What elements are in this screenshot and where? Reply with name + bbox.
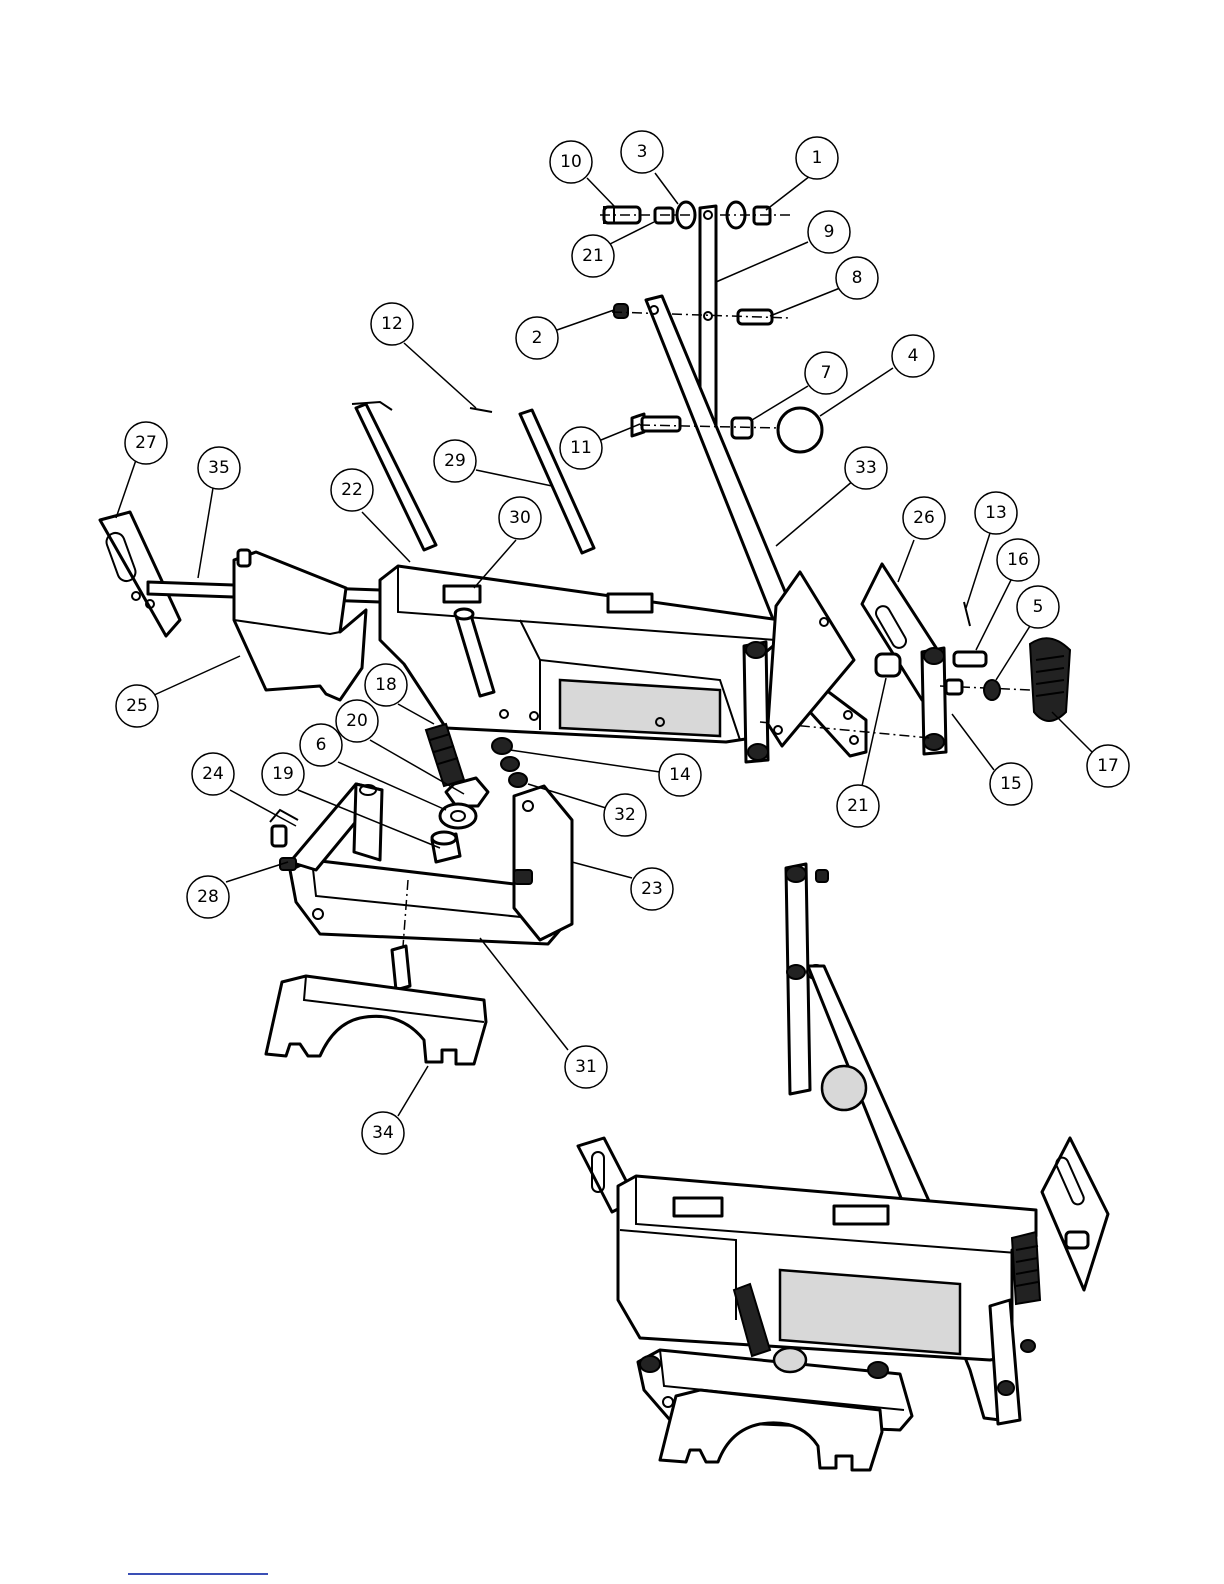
footer-rule <box>128 1573 268 1575</box>
balloon-15: 15 <box>990 763 1032 805</box>
bracket-27 <box>100 512 180 636</box>
balloon-5: 5 <box>1017 586 1059 628</box>
link-24 <box>270 784 382 870</box>
balloon-30: 30 <box>499 497 541 539</box>
balloon-label: 10 <box>560 152 582 172</box>
balloon-label: 20 <box>346 711 368 731</box>
balloon-6: 6 <box>300 724 342 766</box>
balloon-label: 12 <box>381 314 403 334</box>
balloon-8: 8 <box>836 257 878 299</box>
balloon-25: 25 <box>116 685 158 727</box>
balloon-label: 16 <box>1007 550 1029 570</box>
balloon-label: 25 <box>126 696 148 716</box>
balloon-label: 3 <box>637 142 648 162</box>
balloon-14: 14 <box>659 754 701 796</box>
assembled-view <box>578 864 1108 1470</box>
balloon-3: 3 <box>621 131 663 173</box>
balloon-18: 18 <box>365 664 407 706</box>
balloon-34: 34 <box>362 1112 404 1154</box>
main-frame-22 <box>380 566 780 742</box>
top-fasteners <box>600 202 790 228</box>
balloon-label: 28 <box>197 887 219 907</box>
balloon-27: 27 <box>125 422 167 464</box>
balloon-label: 23 <box>641 879 663 899</box>
shafts-29 <box>352 402 594 553</box>
balloon-24: 24 <box>192 753 234 795</box>
balloon-26: 26 <box>903 497 945 539</box>
balloon-22: 22 <box>331 469 373 511</box>
balloon-label: 24 <box>202 764 224 784</box>
balloon-label: 22 <box>341 480 363 500</box>
bolt-bushing-ball <box>632 408 822 452</box>
balloon-label: 9 <box>824 222 835 242</box>
balloon-12: 12 <box>371 303 413 345</box>
balloon-label: 13 <box>985 503 1007 523</box>
balloon-35: 35 <box>198 447 240 489</box>
balloon-32: 32 <box>604 794 646 836</box>
balloon-4: 4 <box>892 335 934 377</box>
balloon-21-top: 21 <box>572 235 614 277</box>
balloon-28: 28 <box>187 876 229 918</box>
balloon-label: 17 <box>1097 756 1119 776</box>
balloon-21-right: 21 <box>837 785 879 827</box>
balloon-label: 11 <box>570 438 592 458</box>
balloon-label: 30 <box>509 508 531 528</box>
balloon-label: 21 <box>582 246 604 266</box>
balloon-label: 26 <box>913 508 935 528</box>
balloon-1: 1 <box>796 137 838 179</box>
balloon-label: 7 <box>821 363 832 383</box>
spring-nuts <box>426 724 488 862</box>
balloon-label: 31 <box>575 1057 597 1077</box>
balloon-label: 34 <box>372 1123 394 1143</box>
balloon-label: 14 <box>669 765 691 785</box>
balloon-17: 17 <box>1087 745 1129 787</box>
balloon-11: 11 <box>560 427 602 469</box>
exploded-view <box>100 202 1070 1064</box>
balloon-label: 2 <box>532 328 543 348</box>
balloon-19: 19 <box>262 753 304 795</box>
balloon-31: 31 <box>565 1046 607 1088</box>
balloon-20: 20 <box>336 700 378 742</box>
balloon-label: 4 <box>908 346 919 366</box>
balloon-label: 18 <box>375 675 397 695</box>
balloon-13: 13 <box>975 492 1017 534</box>
balloon-9: 9 <box>808 211 850 253</box>
balloon-label: 1 <box>812 148 823 168</box>
balloon-label: 35 <box>208 458 230 478</box>
balloon-label: 8 <box>852 268 863 288</box>
balloon-2: 2 <box>516 317 558 359</box>
balloon-7: 7 <box>805 352 847 394</box>
balloon-label: 29 <box>444 451 466 471</box>
balloon-label: 5 <box>1033 597 1044 617</box>
balloon-label: 15 <box>1000 774 1022 794</box>
balloon-label: 6 <box>316 735 327 755</box>
balloon-label: 19 <box>272 764 294 784</box>
side-plate-23 <box>514 786 572 940</box>
balloon-label: 33 <box>855 458 877 478</box>
bracket-25 <box>234 550 366 700</box>
balloon-label: 27 <box>135 433 157 453</box>
balloon-label: 32 <box>614 805 636 825</box>
balloon-16: 16 <box>997 539 1039 581</box>
balloon-29: 29 <box>434 440 476 482</box>
washers-14-32 <box>492 738 527 787</box>
balloon-33: 33 <box>845 447 887 489</box>
balloon-label: 21 <box>847 796 869 816</box>
balloon-10: 10 <box>550 141 592 183</box>
balloon-23: 23 <box>631 868 673 910</box>
